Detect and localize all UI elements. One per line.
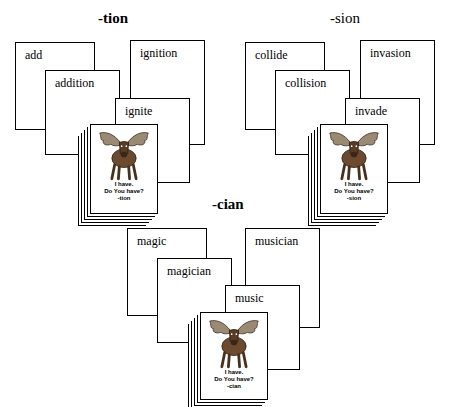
card-word: ignition	[131, 41, 204, 61]
moose-picture	[96, 129, 152, 181]
card-caption: Do You have?	[104, 188, 143, 195]
card-word: add	[16, 43, 94, 63]
card-stack: I have.Do You have?-tion	[90, 124, 158, 214]
group-heading: -cian	[212, 196, 244, 213]
card-word: addition	[46, 71, 119, 91]
group-heading: -sion	[330, 10, 360, 27]
card-word: collision	[276, 71, 349, 91]
card-caption: -sion	[347, 195, 361, 202]
card-caption: Do You have?	[214, 376, 253, 383]
card-word: invade	[346, 99, 419, 119]
card-word: magician	[158, 259, 231, 279]
card-word: collide	[246, 43, 324, 63]
card-caption: I have.	[345, 181, 364, 188]
moose-picture	[206, 317, 262, 369]
group-heading: -tion	[98, 10, 128, 27]
card-word: ignite	[116, 99, 189, 119]
card-caption: I have.	[225, 369, 244, 376]
card-caption: -cian	[227, 383, 241, 390]
card-caption: I have.	[115, 181, 134, 188]
card-caption: -tion	[118, 195, 131, 202]
card-word: musician	[246, 229, 319, 249]
card-word: invasion	[361, 41, 434, 61]
card-word: magic	[128, 229, 206, 249]
moose-picture	[326, 129, 382, 181]
card-word: music	[226, 286, 299, 306]
card-stack: I have.Do You have?-cian	[200, 312, 268, 400]
card-caption: Do You have?	[334, 188, 373, 195]
card-stack: I have.Do You have?-sion	[320, 124, 388, 214]
